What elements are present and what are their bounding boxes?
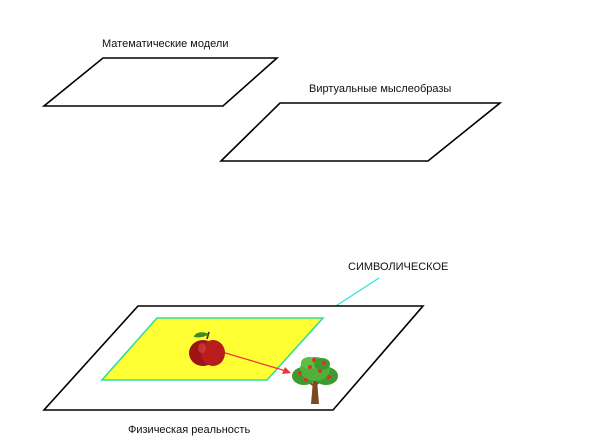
label-physical-reality: Физическая реальность — [128, 424, 250, 436]
apple-tree-icon — [292, 357, 338, 404]
apple-icon — [189, 331, 225, 366]
plane-virtual-thought-images — [219, 102, 503, 162]
label-virtual-thought-images: Виртуальные мыслеобразы — [309, 83, 451, 95]
reference-arrow — [221, 351, 287, 372]
label-symbolic: СИМВОЛИЧЕСКОЕ — [348, 261, 448, 273]
plane-mathematical-models — [41, 57, 280, 107]
reference-arrowhead — [282, 367, 291, 374]
label-mathematical-models: Математические модели — [102, 38, 228, 50]
